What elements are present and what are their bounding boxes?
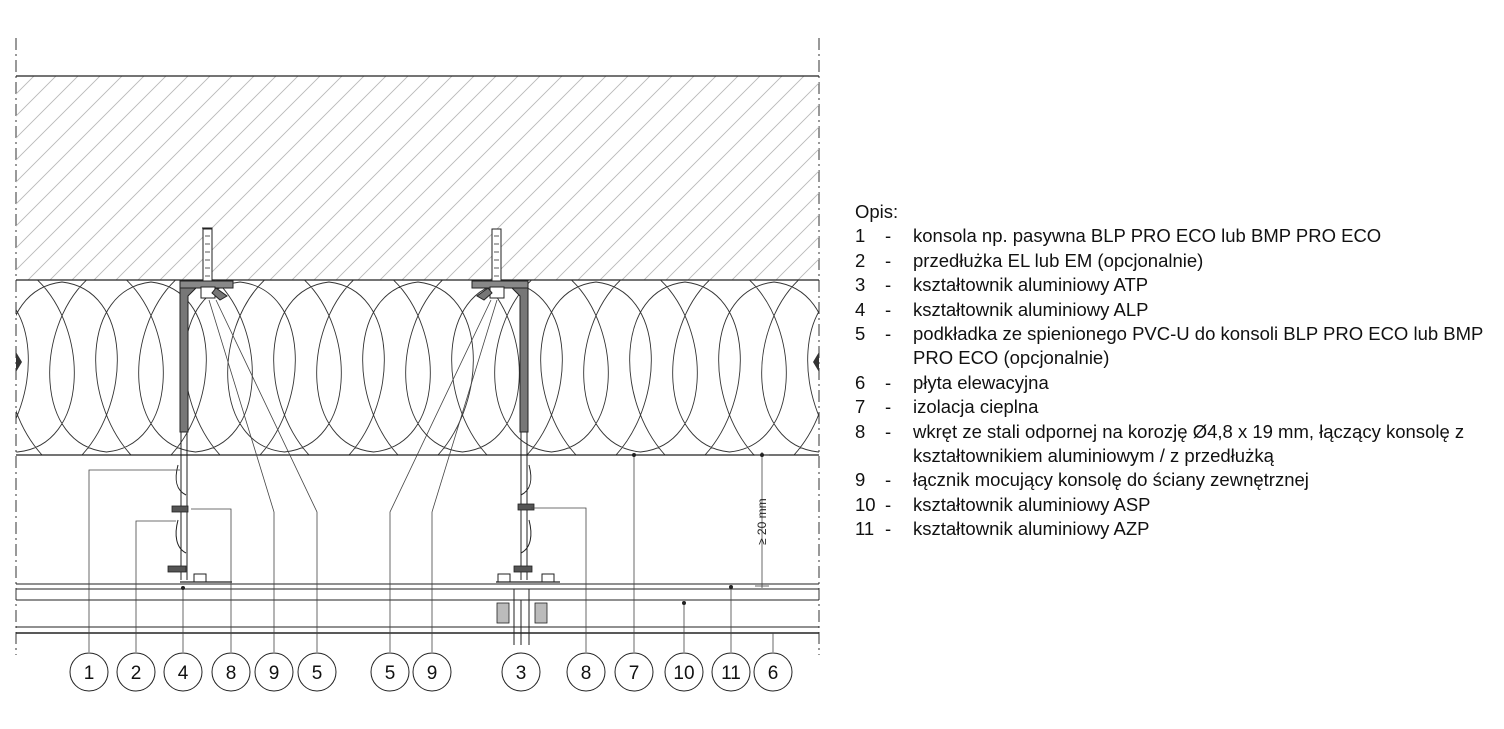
legend-item-num: 4 [855, 298, 866, 320]
legend-item-dash: - [885, 396, 892, 418]
legend-item-num: 2 [855, 249, 866, 271]
legend-item: 4-kształtownik aluminiowy ALP [855, 298, 1500, 322]
legend-item-text: łącznik mocujący konsolę do ściany zewnę… [913, 469, 1309, 491]
legend-item: 2-przedłużka EL lub EM (opcjonalnie) [855, 249, 1500, 273]
callout-balloons: 1 2 4 8 9 5 5 9 3 8 7 10 11 6 [69, 652, 793, 692]
legend-item-num: 5 [855, 323, 866, 345]
legend-item-num: 6 [855, 371, 866, 393]
callout-label: 5 [312, 663, 323, 684]
callout-circle [566, 652, 606, 692]
callout-label: 6 [768, 663, 779, 684]
legend-item: 8-wkręt ze stali odpornej na korozję Ø4,… [855, 420, 1500, 469]
legend-item: 11-kształtownik aluminiowy AZP [855, 517, 1500, 541]
callout-label: 8 [581, 663, 592, 684]
legend-item-text: przedłużka EL lub EM (opcjonalnie) [913, 249, 1204, 271]
legend-item: 1-konsola np. pasywna BLP PRO ECO lub BM… [855, 224, 1500, 248]
callout-circle [412, 652, 452, 692]
callout-circle [211, 652, 251, 692]
break-lines [15, 38, 820, 655]
callout-label: 8 [226, 663, 237, 684]
legend-item-dash: - [885, 469, 892, 491]
legend: Opis: 1-konsola np. pasywna BLP PRO ECO … [855, 200, 1500, 542]
legend-item-text: kształtownik aluminiowy ASP [913, 493, 1151, 515]
callout-circle [370, 652, 410, 692]
callout-circle [501, 652, 541, 692]
legend-item-dash: - [885, 274, 892, 296]
callout-circle [614, 652, 654, 692]
legend-title: Opis: [855, 201, 899, 222]
callout-label: 4 [178, 663, 189, 684]
callout-label: 7 [629, 663, 640, 684]
legend-item-dash: - [885, 323, 892, 345]
callout-circle [664, 652, 704, 692]
callout-label: 2 [131, 663, 142, 684]
callout-label: 1 [84, 663, 95, 684]
legend-item: 10-kształtownik aluminiowy ASP [855, 493, 1500, 517]
legend-item-num: 7 [855, 396, 866, 418]
legend-item: 9-łącznik mocujący konsolę do ściany zew… [855, 468, 1500, 492]
legend-item: 6-płyta elewacyjna [855, 371, 1500, 395]
legend-item-dash: - [885, 298, 892, 320]
callout-circle [254, 652, 294, 692]
legend-item-num: 1 [855, 225, 866, 247]
legend-item-num: 3 [855, 274, 866, 296]
legend-item-text: wkręt ze stali odpornej na korozję Ø4,8 … [913, 420, 1465, 467]
callout-label: 9 [427, 663, 438, 684]
callout-circle [711, 652, 751, 692]
callout-circle [116, 652, 156, 692]
legend-item-text: kształtownik aluminiowy ALP [913, 298, 1149, 320]
legend-item-num: 11 [855, 518, 875, 540]
legend-item-text: podkładka ze spienionego PVC-U do konsol… [913, 323, 1484, 369]
callout-label: 10 [673, 663, 694, 684]
callout-circle [163, 652, 203, 692]
legend-list: 1-konsola np. pasywna BLP PRO ECO lub BM… [855, 224, 1500, 541]
insulation-wave [16, 280, 819, 455]
legend-item-dash: - [885, 371, 892, 393]
legend-item: 7-izolacja cieplna [855, 395, 1500, 419]
legend-item: 5-podkładka ze spienionego PVC-U do kons… [855, 322, 1500, 371]
legend-item-text: kształtownik aluminiowy AZP [913, 518, 1150, 540]
legend-item-text: konsola np. pasywna BLP PRO ECO lub BMP … [913, 225, 1382, 247]
legend-item-text: płyta elewacyjna [913, 371, 1049, 393]
callout-label: 3 [516, 663, 527, 684]
callout-circle [753, 652, 793, 692]
legend-item-dash: - [885, 249, 892, 271]
legend-item-num: 10 [855, 493, 876, 515]
dimension-label: ≥ 20 mm [755, 498, 769, 545]
break-marks [16, 352, 819, 372]
callout-circle [297, 652, 337, 692]
callout-circle [69, 652, 109, 692]
leader-dots [181, 453, 764, 605]
cladding-rails [16, 583, 819, 645]
leader-lines [88, 299, 774, 652]
legend-item-dash: - [885, 518, 892, 540]
exterior-wall [16, 75, 819, 281]
legend-item-text: kształtownik aluminiowy ATP [913, 274, 1149, 296]
bracket-left [167, 227, 234, 583]
legend-item-text: izolacja cieplna [913, 396, 1039, 418]
legend-item-dash: - [885, 420, 892, 442]
legend-item-num: 8 [855, 420, 866, 442]
legend-item-num: 9 [855, 469, 866, 491]
callout-label: 5 [385, 663, 396, 684]
thermal-insulation [16, 280, 819, 455]
legend-item-dash: - [885, 225, 892, 247]
legend-item: 3-kształtownik aluminiowy ATP [855, 273, 1500, 297]
bracket-right [471, 228, 560, 624]
callout-label: 11 [721, 663, 741, 684]
callout-label: 9 [269, 663, 280, 684]
legend-item-dash: - [885, 493, 892, 515]
